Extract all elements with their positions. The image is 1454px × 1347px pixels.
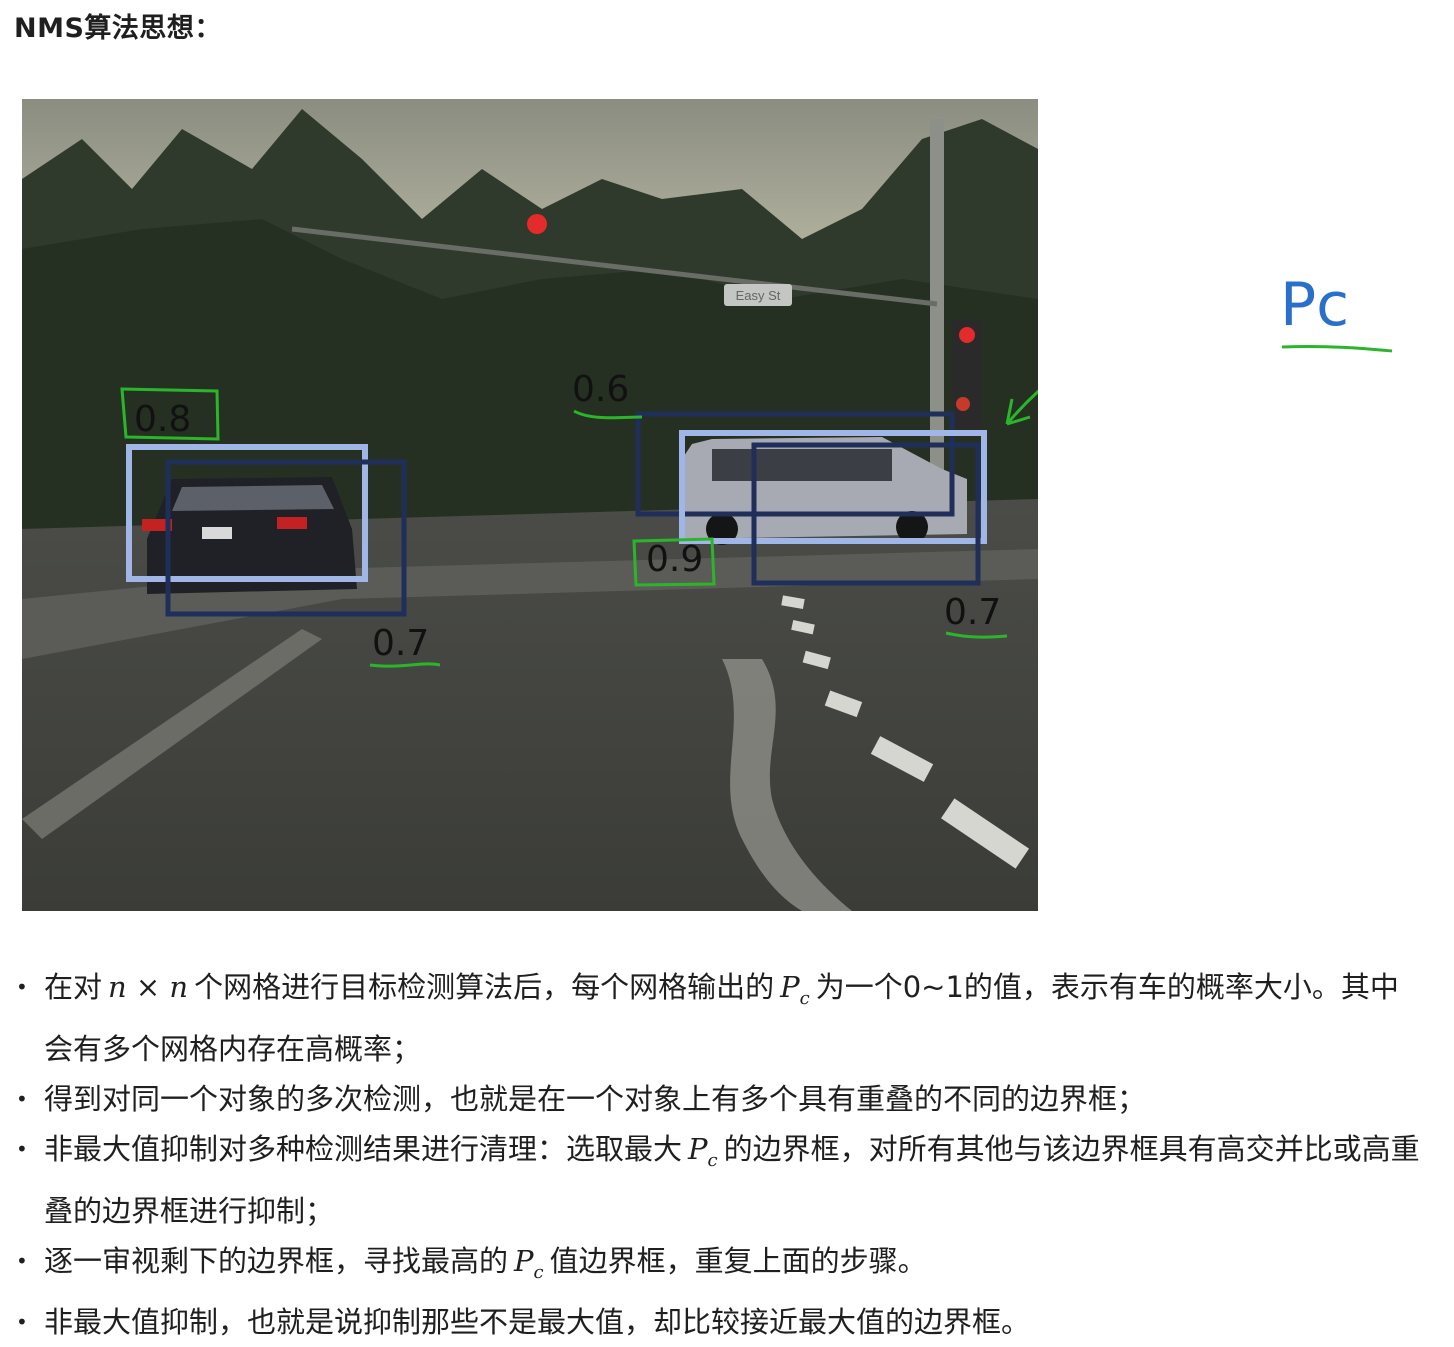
score-0-7-left: 0.7 <box>372 623 429 664</box>
left-car <box>142 477 357 594</box>
street-sign <box>724 284 792 306</box>
lane-dash-4 <box>824 690 863 718</box>
underline-0-7-left <box>369 662 441 668</box>
list-item: 在对n × n个网格进行目标检测算法后，每个网格输出的Pc为一个0~1的值，表示… <box>14 962 1424 1074</box>
signal-arm <box>291 226 938 307</box>
underline-0-6 <box>573 409 643 420</box>
lane-dash-6 <box>941 798 1030 869</box>
bbox-left-dark <box>165 459 407 617</box>
handwritten-pc-note: Pc <box>1270 255 1410 365</box>
lane-dash-2 <box>791 620 815 635</box>
bbox-right-dark-bottom <box>751 442 981 586</box>
red-light-right <box>959 327 975 343</box>
arrow-annotation <box>1005 389 1038 426</box>
page-title: NMS算法思想： <box>14 13 222 44</box>
signal-pole <box>930 119 944 499</box>
bbox-right-dark-top <box>635 411 955 517</box>
score-0-7-right: 0.7 <box>944 592 1001 633</box>
score-0-8: 0.8 <box>134 399 191 440</box>
bullet-list: 在对n × n个网格进行目标检测算法后，每个网格输出的Pc为一个0~1的值，表示… <box>14 962 1424 1347</box>
road-crack <box>722 659 852 911</box>
bbox-left-light <box>126 444 368 582</box>
circle-0-8 <box>120 387 220 441</box>
list-item: 非最大值抑制，也就是说抑制那些不是最大值，却比较接近最大值的边界框。 <box>14 1297 1424 1347</box>
pc-underline <box>1281 344 1393 353</box>
street-sign-text: Easy St <box>736 288 781 303</box>
nms-example-image: Easy St 0.8 <box>22 99 1038 911</box>
lane-dash-1 <box>781 595 805 610</box>
list-item: 得到对同一个对象的多次检测，也就是在一个对象上有多个具有重叠的不同的边界框； <box>14 1074 1424 1124</box>
red-light-top <box>527 214 547 234</box>
pc-label: Pc <box>1280 270 1349 340</box>
left-lane-line <box>22 629 322 839</box>
underline-0-7-right <box>945 631 1008 639</box>
lane-dash-3 <box>802 650 831 670</box>
list-item: 非最大值抑制对多种检测结果进行清理：选取最大Pc的边界框，对所有其他与该边界框具… <box>14 1124 1424 1236</box>
lane-dash-5 <box>870 736 934 782</box>
circle-0-9 <box>632 537 716 587</box>
bbox-right-light <box>679 430 987 544</box>
light-lower <box>956 397 970 411</box>
score-0-6: 0.6 <box>572 369 629 410</box>
score-0-9: 0.9 <box>646 539 703 580</box>
street-scene: Easy St 0.8 <box>22 99 1038 911</box>
